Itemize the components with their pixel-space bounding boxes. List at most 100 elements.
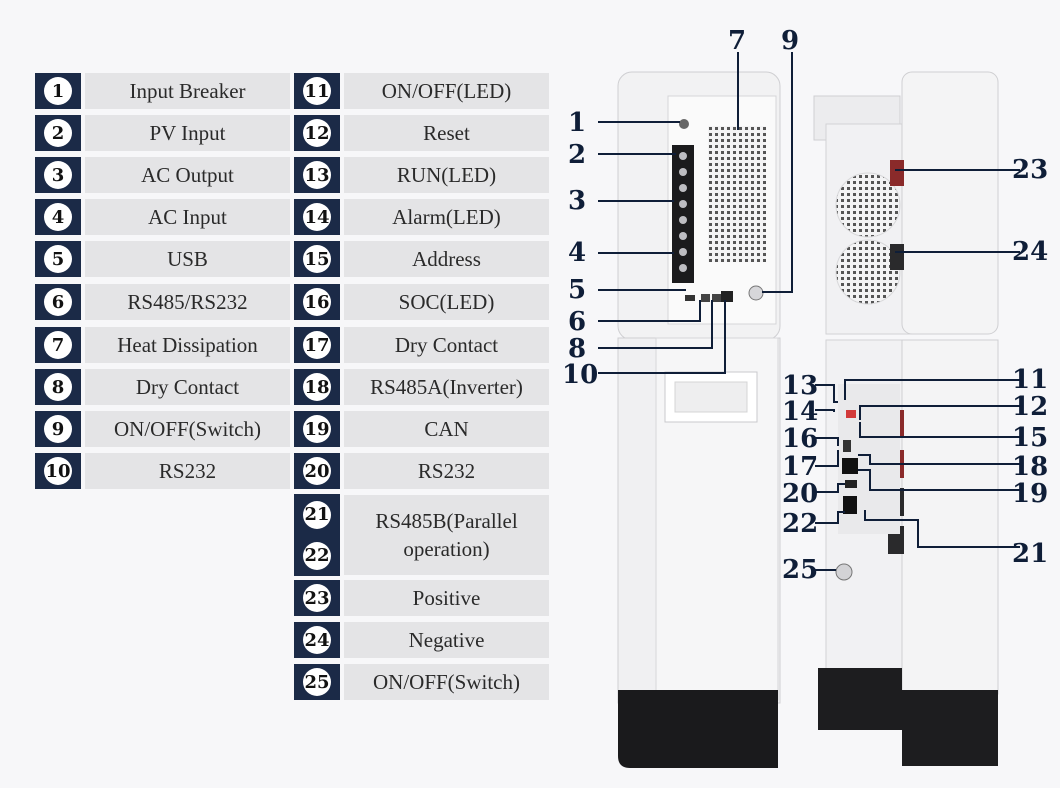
number-badge: 2: [35, 115, 81, 151]
legend-label: ON/OFF(LED): [344, 73, 549, 109]
callout-3: 3: [568, 186, 587, 216]
terminal-block: [672, 145, 694, 283]
negative-terminal: [890, 244, 904, 270]
legend-label: Heat Dissipation: [85, 327, 290, 363]
legend-label: RS485A(Inverter): [344, 369, 549, 405]
callout-25: 25: [782, 555, 819, 585]
callout-16: 16: [782, 424, 819, 454]
number-badge: 3: [35, 157, 81, 193]
number-badge: 4: [35, 199, 81, 235]
callout-12: 12: [1012, 392, 1049, 422]
legend-row-7: 7 Heat Dissipation: [35, 327, 290, 363]
number-badge: 10: [35, 453, 81, 489]
callout-20: 20: [782, 479, 819, 509]
number-badge: 1: [35, 73, 81, 109]
power-switch-icon: [835, 563, 853, 581]
legend-row-24: 24 Negative: [294, 622, 549, 658]
callout-17: 17: [782, 452, 819, 482]
callout-19: 19: [1012, 479, 1049, 509]
legend-label: AC Output: [85, 157, 290, 193]
callout-8: 8: [568, 334, 587, 364]
legend-label: RUN(LED): [344, 157, 549, 193]
callout-7: 7: [728, 26, 747, 56]
legend-row-21-22: 21 22 RS485B(Parallel operation): [294, 494, 549, 576]
number-badge: 24: [294, 622, 340, 658]
legend-row-8: 8 Dry Contact: [35, 369, 290, 405]
number-badge: 5: [35, 241, 81, 277]
legend-label: CAN: [344, 411, 549, 447]
legend-row-9: 9 ON/OFF(Switch): [35, 411, 290, 447]
leader-lines: [598, 52, 1020, 571]
number-badge: 11: [294, 73, 340, 109]
callout-15: 15: [1012, 423, 1049, 453]
number-badge: 23: [294, 580, 340, 616]
legend-label: USB: [85, 241, 290, 277]
front-unit: [617, 71, 781, 768]
legend-label: Input Breaker: [85, 73, 290, 109]
legend-row-13: 13 RUN(LED): [294, 157, 549, 193]
callout-10: 10: [562, 360, 599, 390]
callout-6: 6: [568, 307, 587, 337]
power-switch-icon: [748, 285, 764, 301]
number-badge: 25: [294, 664, 340, 700]
side-unit: [813, 71, 999, 766]
number-badge: 18: [294, 369, 340, 405]
number-badge: 20: [294, 453, 340, 489]
number-badge: 21 22: [294, 494, 340, 576]
callout-14: 14: [782, 397, 819, 427]
number-badge: 6: [35, 284, 81, 320]
legend-label: SOC(LED): [344, 284, 549, 320]
number-badge: 9: [35, 411, 81, 447]
legend-row-17: 17 Dry Contact: [294, 327, 549, 363]
legend-label: Alarm(LED): [344, 199, 549, 235]
number-badge: 13: [294, 157, 340, 193]
legend-label: ON/OFF(Switch): [344, 664, 549, 700]
callout-22: 22: [782, 509, 819, 539]
callout-24: 24: [1012, 237, 1049, 267]
legend-label: ON/OFF(Switch): [85, 411, 290, 447]
legend-row-25: 25 ON/OFF(Switch): [294, 664, 549, 700]
legend-row-3: 3 AC Output: [35, 157, 290, 193]
legend-row-15: 15 Address: [294, 241, 549, 277]
legend-label: Positive: [344, 580, 549, 616]
callout-23: 23: [1012, 155, 1049, 185]
number-badge: 8: [35, 369, 81, 405]
legend-row-20: 20 RS232: [294, 453, 549, 489]
callout-2: 2: [568, 140, 587, 170]
number-badge: 15: [294, 241, 340, 277]
legend-row-14: 14 Alarm(LED): [294, 199, 549, 235]
legend-label: Negative: [344, 622, 549, 658]
legend-label: AC Input: [85, 199, 290, 235]
number-badge: 14: [294, 199, 340, 235]
legend-label: RS232: [85, 453, 290, 489]
legend-row-11: 11 ON/OFF(LED): [294, 73, 549, 109]
number-badge: 16: [294, 284, 340, 320]
callout-1: 1: [568, 108, 587, 138]
legend-label: RS485B(Parallel operation): [344, 495, 549, 575]
callout-11: 11: [1012, 365, 1049, 395]
legend-label: RS485/RS232: [85, 284, 290, 320]
callout-5: 5: [568, 275, 587, 305]
legend-row-16: 16 SOC(LED): [294, 284, 549, 320]
legend-label: RS232: [344, 453, 549, 489]
positive-terminal: [890, 160, 904, 186]
legend-row-5: 5 USB: [35, 241, 290, 277]
callout-13: 13: [782, 371, 819, 401]
legend-row-6: 6 RS485/RS232: [35, 284, 290, 320]
callout-18: 18: [1012, 452, 1049, 482]
legend-label: Dry Contact: [85, 369, 290, 405]
callout-4: 4: [568, 238, 587, 268]
legend-row-18: 18 RS485A(Inverter): [294, 369, 549, 405]
breaker-icon: [679, 119, 689, 129]
legend-row-19: 19 CAN: [294, 411, 549, 447]
legend-row-2: 2 PV Input: [35, 115, 290, 151]
legend-label: PV Input: [85, 115, 290, 151]
legend-label: Address: [344, 241, 549, 277]
number-badge: 19: [294, 411, 340, 447]
legend-row-23: 23 Positive: [294, 580, 549, 616]
callout-21: 21: [1012, 539, 1049, 569]
callout-9: 9: [781, 26, 800, 56]
number-badge: 7: [35, 327, 81, 363]
legend-row-1: 1 Input Breaker: [35, 73, 290, 109]
